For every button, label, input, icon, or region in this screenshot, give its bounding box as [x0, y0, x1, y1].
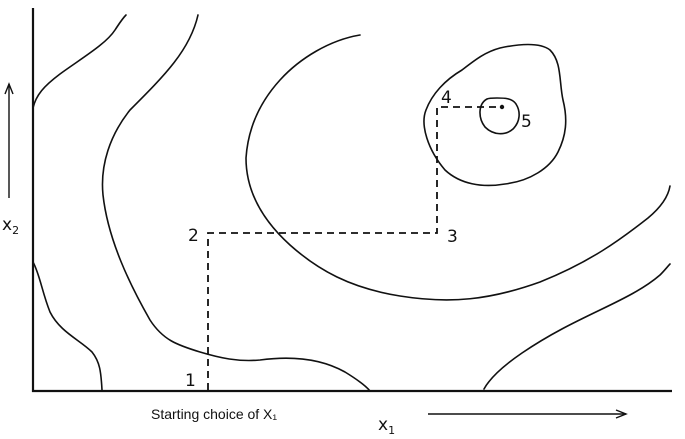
y-axis-arrow-icon: [4, 82, 14, 198]
point-label-2: 2: [188, 226, 199, 246]
contour-closed-outer: [423, 43, 567, 187]
point-label-1: 1: [185, 371, 196, 391]
starting-choice-caption: Starting choice of X₁: [151, 406, 277, 422]
point-label-4: 4: [441, 88, 452, 108]
y-axis-label: x2: [2, 215, 19, 237]
x-axis-label: x1: [378, 415, 395, 437]
contour-line-large-open: [245, 34, 671, 301]
search-path: [207, 106, 500, 390]
contour-line-left-long: [101, 14, 371, 392]
point-label-3: 3: [447, 227, 458, 247]
optimum-point: [499, 104, 505, 110]
contour-closed-inner: [479, 97, 520, 135]
contour-line-bottom-left: [32, 261, 103, 391]
contour-line-bottom-right: [483, 263, 671, 390]
x-axis-arrow-icon: [428, 409, 628, 419]
contour-line-top-left: [32, 14, 127, 109]
point-label-5: 5: [521, 112, 532, 132]
